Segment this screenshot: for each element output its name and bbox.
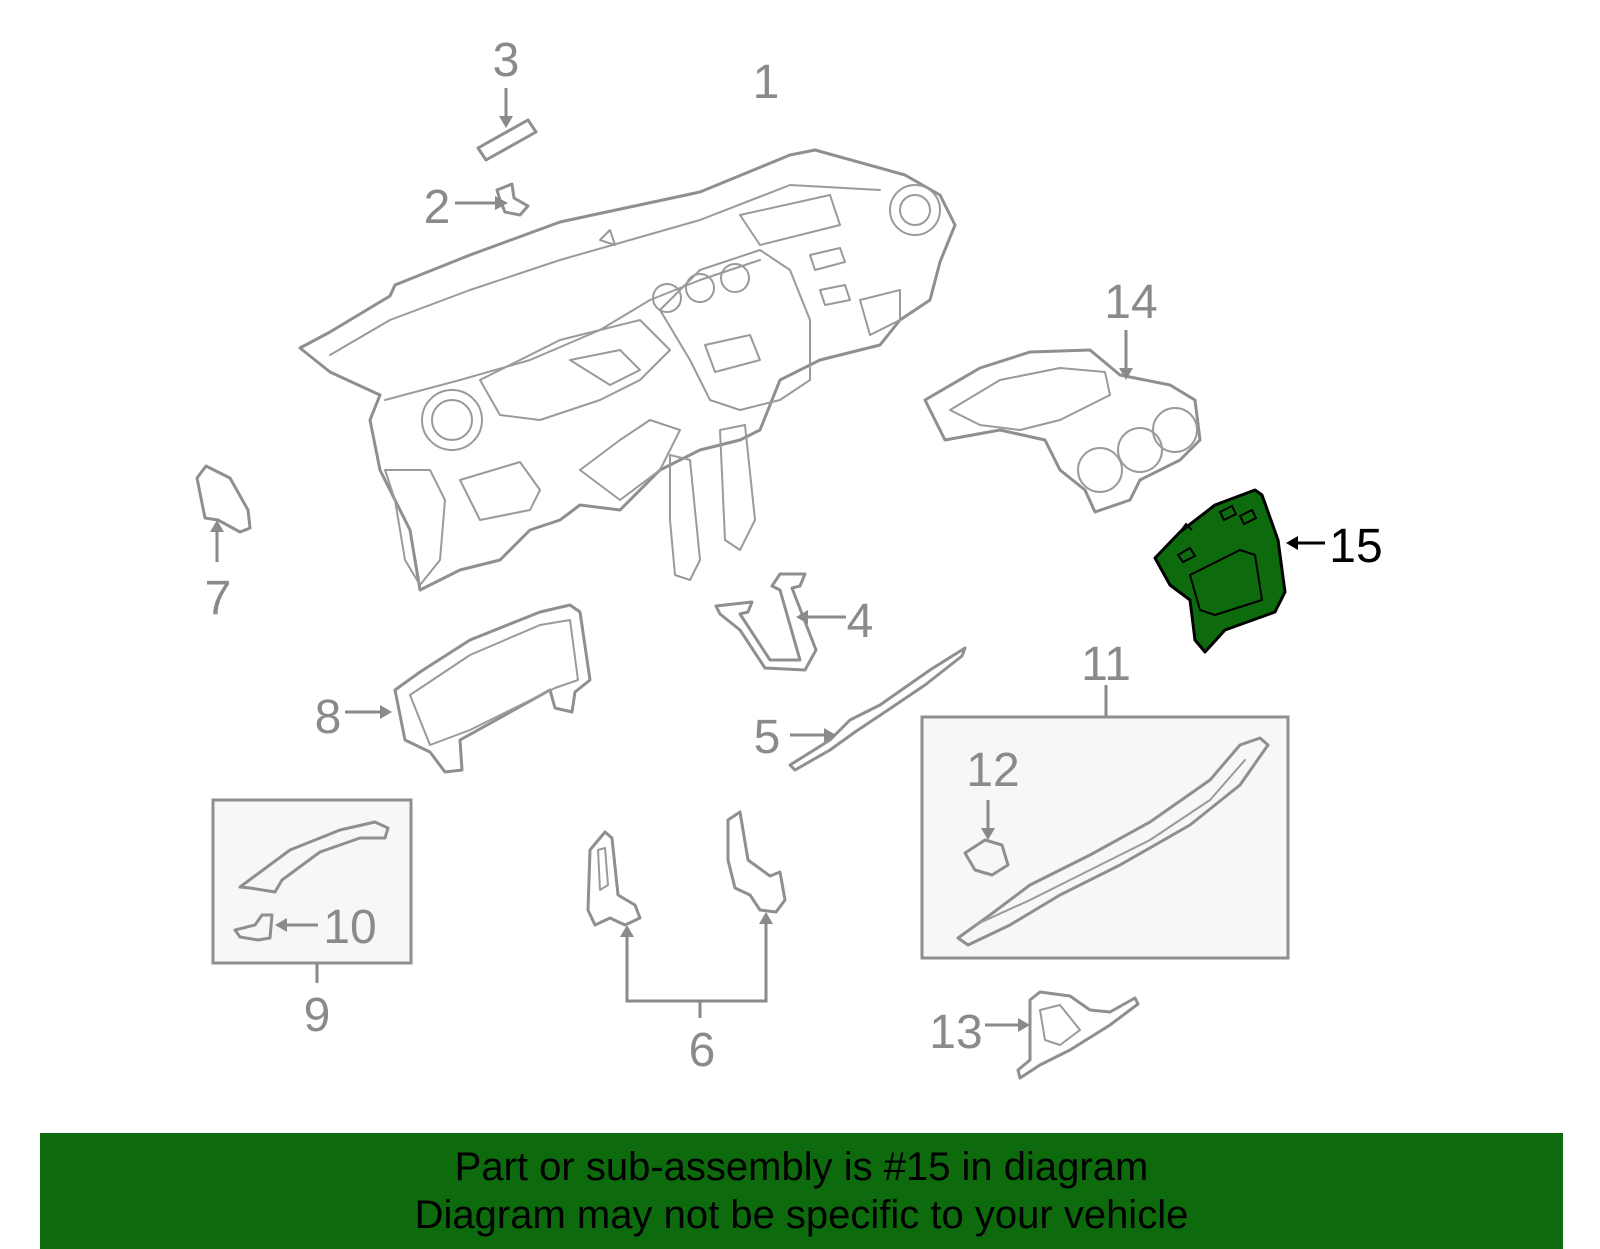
part-13-glove-box[interactable]: [985, 990, 1140, 1080]
part-5-reinforcement[interactable]: [788, 646, 967, 772]
part-12-clip[interactable]: [963, 800, 1010, 877]
label-7: 7: [205, 572, 232, 625]
label-13: 13: [929, 1006, 982, 1059]
part-1-instrument-panel[interactable]: [298, 148, 957, 592]
label-12: 12: [966, 744, 1019, 797]
part-3-pad[interactable]: [476, 88, 538, 162]
label-15: 15: [1329, 520, 1382, 573]
part-7-end-cap[interactable]: [195, 464, 252, 562]
part-15-trim-bezel[interactable]: [1153, 488, 1325, 654]
label-4: 4: [847, 595, 874, 648]
part-11-box[interactable]: [920, 685, 1290, 960]
label-8: 8: [315, 691, 342, 744]
callout-labels: 1 2 3 4 5 6 7 8 9 10 11 12 13 14 15: [205, 34, 1383, 1077]
part-8-cluster-bezel[interactable]: [345, 603, 592, 774]
label-3: 3: [493, 34, 520, 87]
part-6-brackets[interactable]: [586, 810, 787, 1018]
part-4-bracket[interactable]: [714, 572, 846, 672]
label-10: 10: [323, 901, 376, 954]
label-1: 1: [753, 56, 780, 109]
banner-line-2: Diagram may not be specific to your vehi…: [414, 1193, 1189, 1237]
label-14: 14: [1104, 276, 1157, 329]
label-2: 2: [424, 181, 451, 234]
label-6: 6: [689, 1024, 716, 1077]
banner-line-1: Part or sub-assembly is #15 in diagram: [454, 1145, 1149, 1189]
info-banner: Part or sub-assembly is #15 in diagram D…: [40, 1133, 1563, 1249]
part-10-clip[interactable]: [233, 913, 318, 942]
label-11: 11: [1081, 638, 1131, 691]
parts-diagram: 1 2 3 4 5 6 7 8 9 10 11 12 13 14 15: [195, 34, 1383, 1080]
label-9: 9: [304, 989, 331, 1042]
part-9-box[interactable]: [211, 798, 413, 983]
label-5: 5: [754, 711, 781, 764]
part-14-center-panel[interactable]: [923, 330, 1202, 514]
part-2-clip[interactable]: [455, 182, 530, 217]
